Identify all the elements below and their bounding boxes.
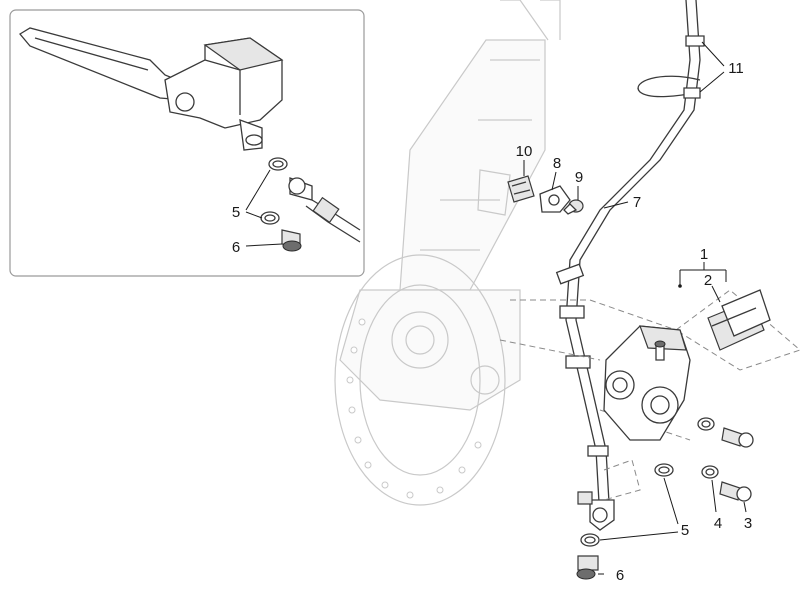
callout-5-inset: 5 <box>232 204 240 221</box>
clip-10 <box>507 175 535 203</box>
fork-tube <box>399 39 546 291</box>
callout-labels: 5 6 10 8 9 7 11 1 2 5 6 4 3 <box>232 60 752 584</box>
callout-3: 3 <box>744 515 752 532</box>
leader-7 <box>603 201 629 209</box>
leader-5-inset-b <box>245 211 263 219</box>
brake-hose-assembly <box>555 0 705 531</box>
leader-4 <box>711 479 717 513</box>
hose-clip-11-a <box>685 35 705 47</box>
reservoir <box>203 37 284 71</box>
callout-7: 7 <box>633 194 641 211</box>
callout-9: 9 <box>575 169 583 186</box>
leader-lines <box>523 41 747 575</box>
inset-master-cylinder <box>9 9 365 277</box>
callout-5: 5 <box>681 522 689 539</box>
pad-box <box>675 289 800 371</box>
brake-disc <box>334 254 506 506</box>
callout-8: 8 <box>553 155 561 172</box>
disc-holes <box>346 318 482 499</box>
caliper-bolt-upper <box>721 427 743 447</box>
banjo-bolt-main <box>577 555 599 571</box>
callout-6: 6 <box>616 567 624 584</box>
leader-11 <box>699 41 725 93</box>
callout-6-inset: 6 <box>232 239 240 256</box>
brake-pad-back <box>721 289 771 337</box>
bleed-screw <box>655 345 665 361</box>
fork-tube-top <box>500 0 561 41</box>
callout-2: 2 <box>704 272 712 289</box>
leader-5-inset-a <box>245 169 271 211</box>
leader-5 <box>599 477 679 541</box>
axle-boss <box>391 311 449 369</box>
brake-hose <box>565 0 691 521</box>
callout-11: 11 <box>728 60 744 77</box>
caliper-bolt-lower <box>719 481 741 501</box>
leader-1-2 <box>679 262 727 286</box>
leader-3 <box>743 501 747 513</box>
caliper-assembly <box>499 289 800 580</box>
callout-10: 10 <box>516 143 533 160</box>
callout-1: 1 <box>700 246 708 263</box>
small-parts <box>507 175 584 215</box>
fork-tube-edges <box>420 59 540 251</box>
ghost-fork-and-disc <box>334 0 561 506</box>
leader-6-inset <box>245 243 283 247</box>
hose-clip-11-b <box>637 75 701 98</box>
leader-8 <box>551 171 557 191</box>
callout-4: 4 <box>714 515 722 532</box>
